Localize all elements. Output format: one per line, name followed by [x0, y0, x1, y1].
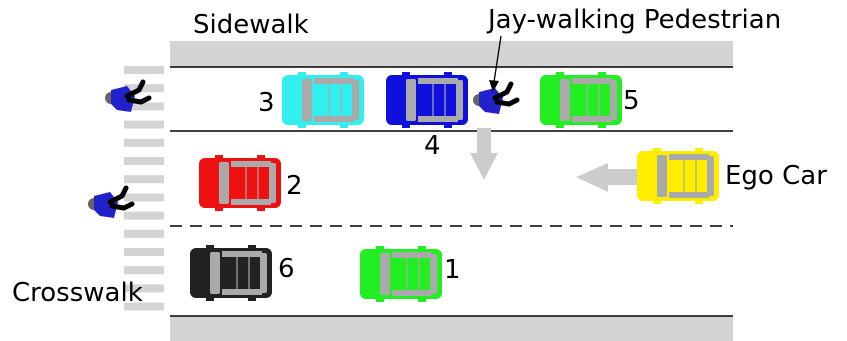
crosswalk-label: Crosswalk — [12, 278, 143, 308]
car-3 — [282, 72, 364, 128]
car-2 — [199, 155, 281, 211]
crosswalk-stripes — [124, 66, 164, 311]
ego-car — [637, 148, 719, 204]
car-6 — [190, 245, 272, 301]
pedestrian-left-bottom — [88, 185, 135, 218]
jaywalking-pedestrian — [473, 81, 520, 114]
car-number-6: 6 — [278, 254, 295, 284]
ego-car-label: Ego Car — [725, 161, 827, 191]
jaywalker-pointer-arrow — [489, 35, 502, 92]
car-number-1: 1 — [444, 255, 461, 285]
car-number-4: 4 — [424, 131, 441, 161]
car-number-3: 3 — [258, 88, 275, 118]
jaywalker-label: Jay-walking Pedestrian — [488, 5, 782, 35]
sidewalk-bottom — [170, 316, 733, 341]
car-4 — [386, 72, 468, 128]
sidewalk-top — [170, 41, 733, 67]
car-number-5: 5 — [623, 86, 640, 116]
car-5 — [540, 72, 622, 128]
car-1 — [360, 246, 442, 302]
pedestrian-left-top — [105, 79, 152, 112]
car-number-2: 2 — [286, 171, 303, 201]
arrow-down-icon — [470, 128, 498, 180]
arrow-left-icon — [576, 163, 637, 192]
sidewalk-label: Sidewalk — [193, 10, 309, 40]
